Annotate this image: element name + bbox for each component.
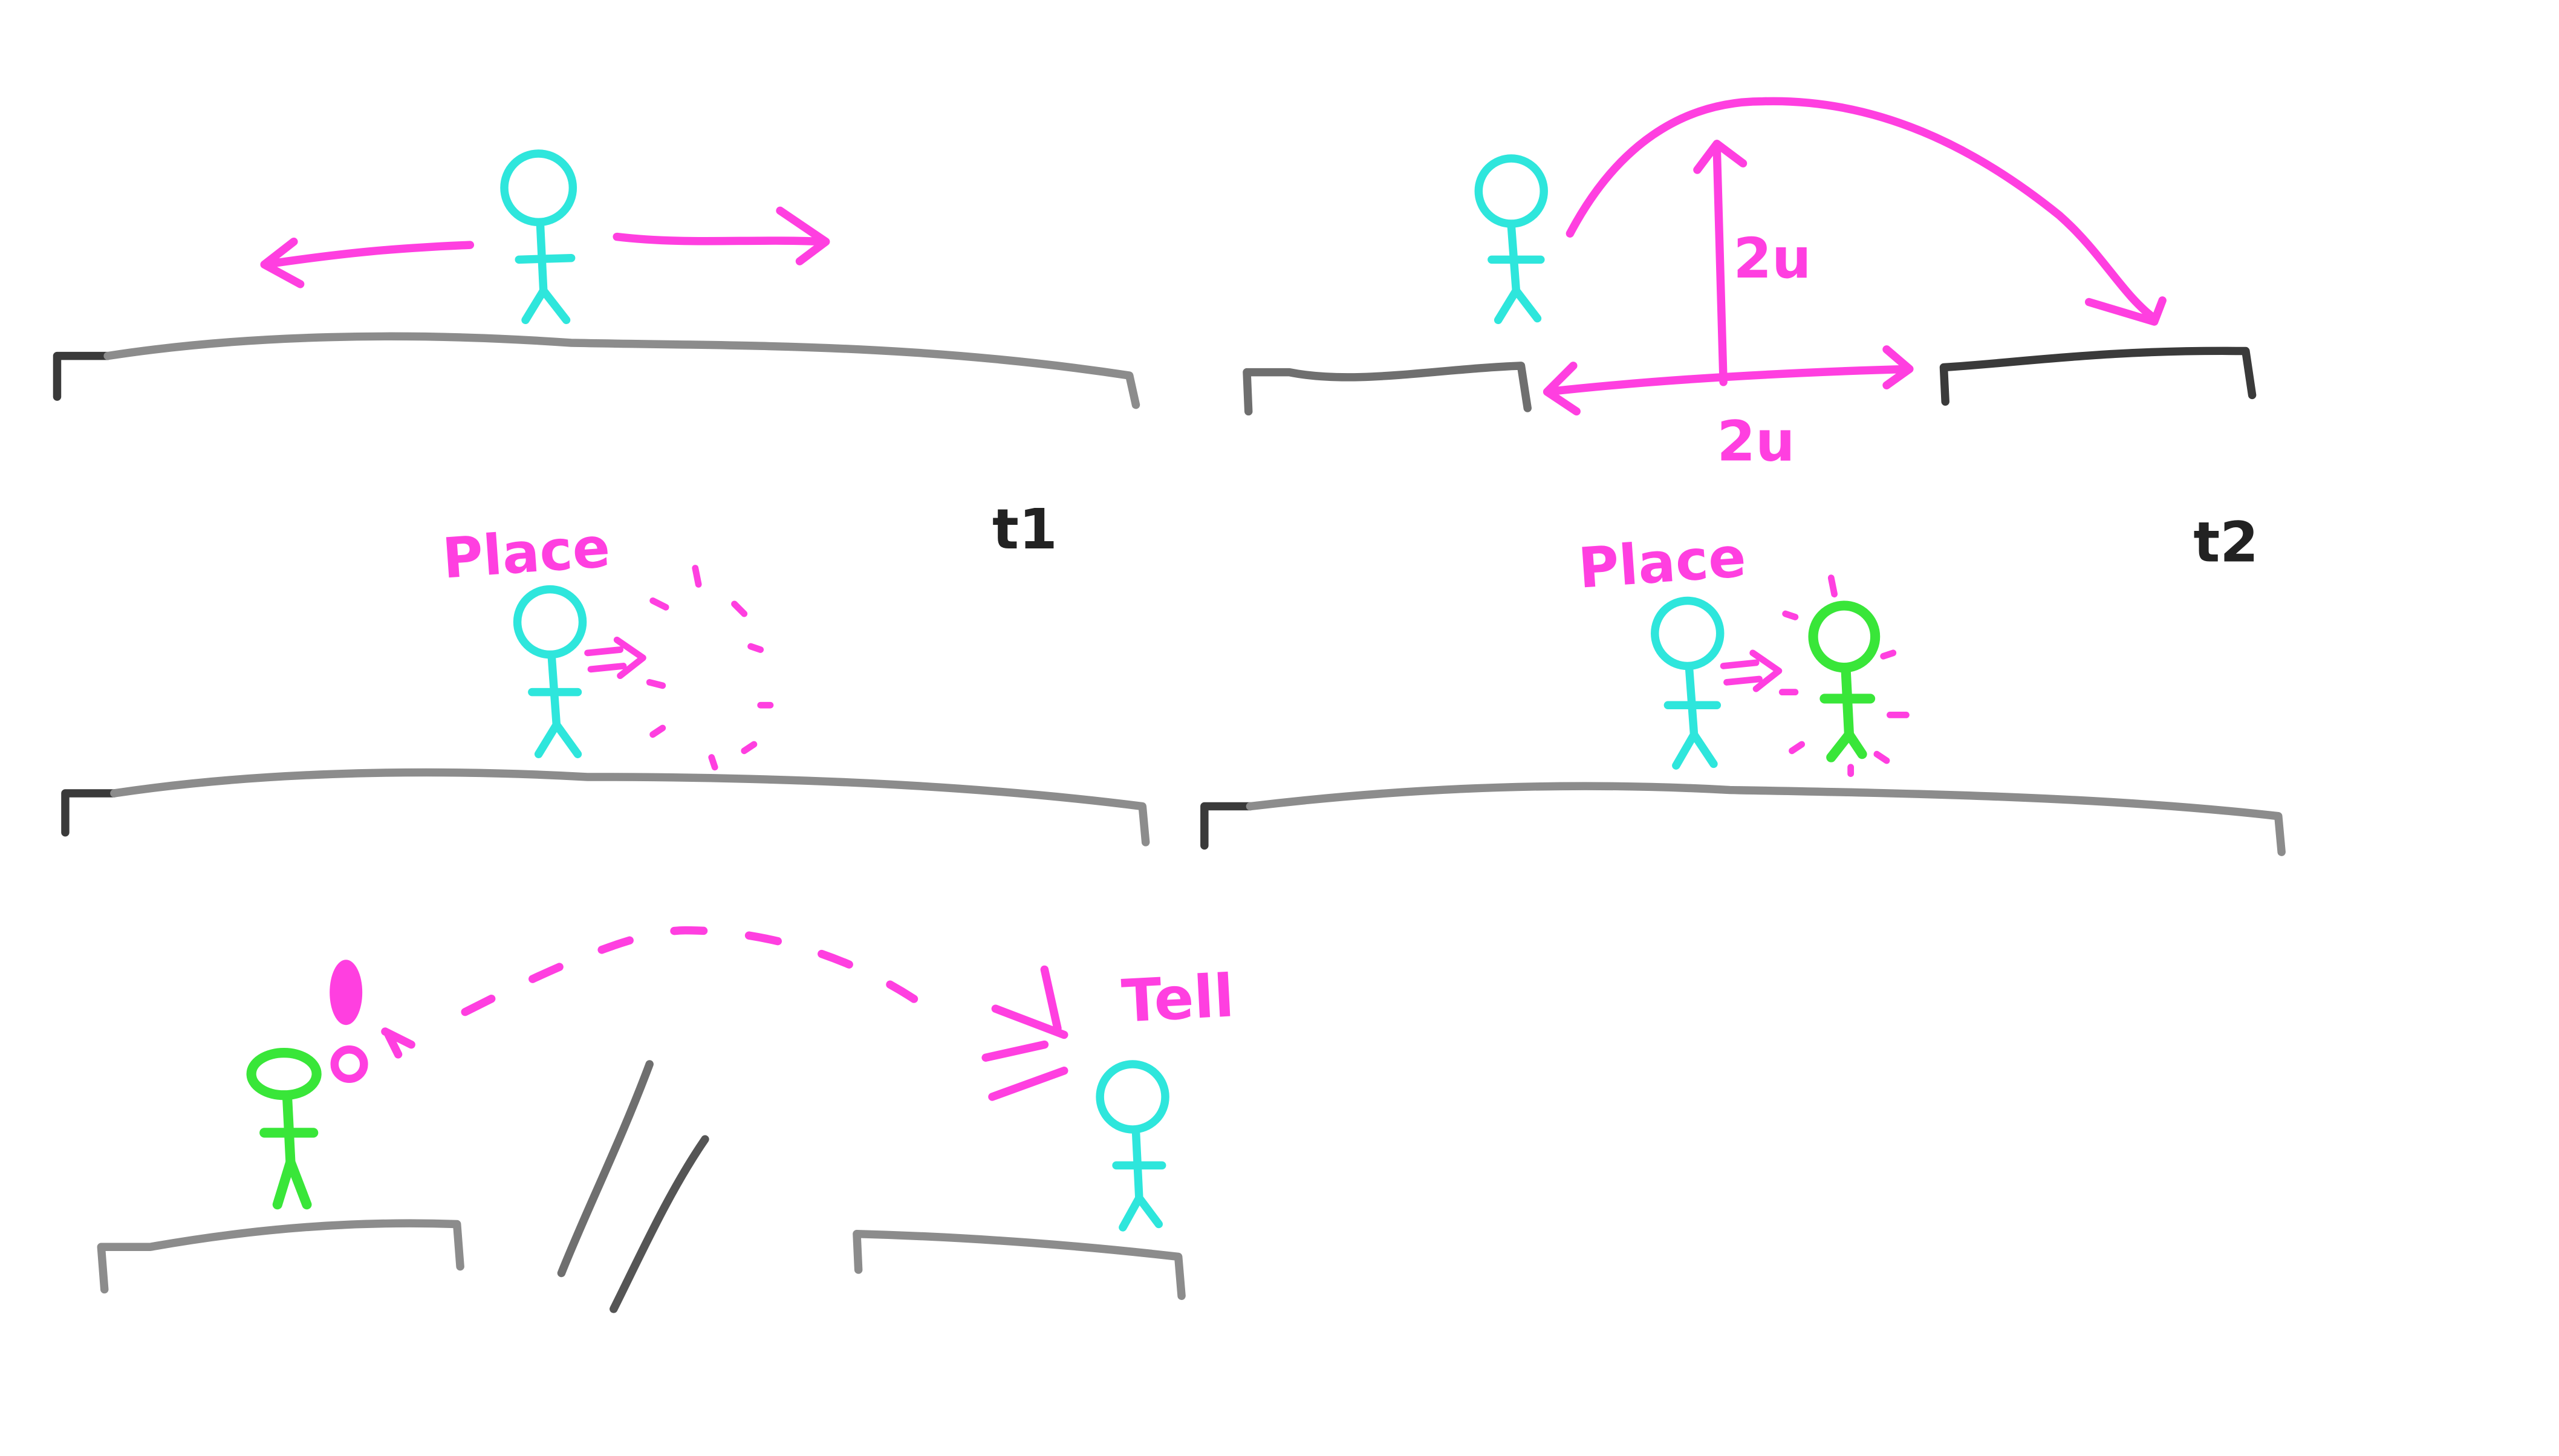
panel-4-ground-surface: [1246, 782, 2286, 856]
panel-4-ally-figure: [1808, 600, 1881, 762]
panel-3-action-label: Place: [440, 515, 612, 591]
panel-2-width-arrow: [1543, 345, 1914, 416]
panel-1-player-figure: [500, 149, 577, 325]
panel-2-jump-arc: [1566, 97, 2167, 326]
panel-5-action-label: Tell: [1120, 961, 1236, 1036]
panel-5-signal-arc: [381, 926, 919, 1059]
panel-3-ground-surface: [110, 768, 1150, 847]
panel-2-right-platform: [1939, 346, 2257, 406]
panel-4-place-arrow: [1720, 649, 1783, 692]
panel-5-tell: Tell: [97, 926, 1236, 1313]
panel-4-player-figure: [1651, 596, 1725, 770]
panel-1-movement: t1: [53, 149, 1140, 562]
panel-3-place-arrow: [584, 636, 646, 680]
panel-3-placement-burst: [646, 565, 774, 771]
panel-2-player-figure: [1474, 154, 1548, 325]
panel-4-action-label: Place: [1576, 525, 1748, 601]
panel-4-place-ally: Place: [1200, 525, 2286, 856]
panel-1-right-arrow: [613, 206, 830, 265]
panel-3-player-figure: [513, 585, 587, 758]
panel-5-gap-line-2: [610, 1135, 709, 1313]
panel-1-ground-surface: [103, 332, 1140, 409]
panel-2-label: t2: [2193, 510, 2258, 575]
panel-2-jump: 2u 2u t2: [1243, 97, 2258, 575]
panel-3-ground: [61, 789, 119, 837]
panel-5-player-figure: [1096, 1060, 1169, 1232]
panel-5-shout-lines: [981, 965, 1068, 1101]
panel-2-width-label: 2u: [1717, 409, 1795, 473]
panel-4-spawn-burst: [1778, 574, 1910, 777]
panel-2-height-arrow: [1693, 140, 1748, 386]
panel-4-ground: [1200, 802, 1255, 850]
panel-5-ally-figure: [246, 1048, 322, 1210]
panel-5-left-platform: [97, 1219, 464, 1294]
panel-5-gap-line-1: [557, 1060, 654, 1278]
panel-1-ground: [53, 351, 112, 401]
panel-2-left-platform: [1243, 362, 1532, 416]
panel-2-height-label: 2u: [1733, 226, 1811, 291]
panel-3-place-empty: Place: [61, 515, 1150, 847]
panel-1-left-arrow: [260, 237, 475, 288]
panel-1-label: t1: [992, 497, 1058, 562]
panel-5-right-platform: [853, 1229, 1186, 1300]
panel-5-alert-icon: [330, 960, 368, 1084]
